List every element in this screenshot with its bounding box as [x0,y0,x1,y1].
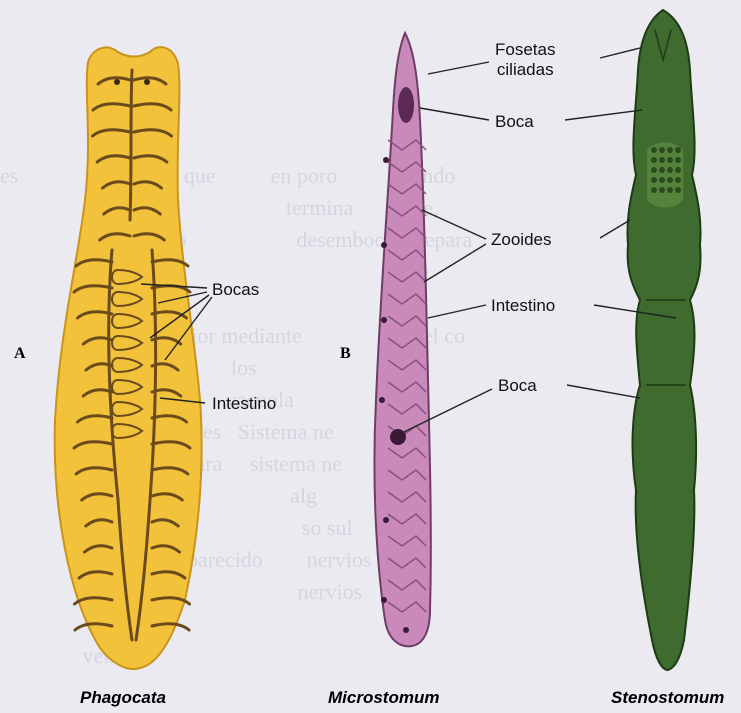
pharynx-cell [675,147,681,153]
panel-letter-a: A [14,345,26,363]
micro-dot [383,517,389,523]
panel-letter-b: B [340,345,351,363]
pharynx-cell [659,157,665,163]
caption-stenostomum: Stenostomum [611,688,724,708]
eye-right [144,79,150,85]
micro-dot [379,397,385,403]
eye-left [114,79,120,85]
pharynx-cell [667,157,673,163]
pharynx-cell [651,147,657,153]
caption-phagocata: Phagocata [80,688,166,708]
label-intestino-a: Intestino [212,394,276,414]
label-boca-top: Boca [495,112,534,132]
pharynx-cell [667,187,673,193]
stenostomum-body [627,10,700,670]
pharynx-cell [659,177,665,183]
micro-dot [381,242,387,248]
microstomum-body [374,33,430,646]
pharynx-cell [675,177,681,183]
label-boca-bottom: Boca [498,376,537,396]
microstomum-illustration [374,33,430,646]
caption-microstomum: Microstomum [328,688,439,708]
micro-dot [383,157,389,163]
micro-dot [403,627,409,633]
label-zooides: Zooides [491,230,551,250]
label-intestino-b: Intestino [491,296,555,316]
pharynx-cell [675,157,681,163]
pharynx-cell [667,147,673,153]
label-bocas: Bocas [212,280,259,300]
pharynx-cell [667,177,673,183]
pharynx-cell [675,187,681,193]
mouth-top [398,87,414,123]
pharynx-cell [659,187,665,193]
pharynx-cell [659,167,665,173]
phagocata-illustration [55,47,202,669]
pharynx-cell [659,147,665,153]
pharynx-cell [651,167,657,173]
pharynx-cell [651,187,657,193]
stenostomum-illustration [627,10,700,670]
pharynx-cell [675,167,681,173]
micro-dot [381,317,387,323]
label-fosetas-ciliadas: Fosetas ciliadas [495,40,555,80]
pharynx-cell [651,157,657,163]
micro-dot [381,597,387,603]
pharynx-cell [651,177,657,183]
mouth-bottom [390,429,406,445]
pharynx-cell [667,167,673,173]
trunk-anterior [130,70,132,220]
